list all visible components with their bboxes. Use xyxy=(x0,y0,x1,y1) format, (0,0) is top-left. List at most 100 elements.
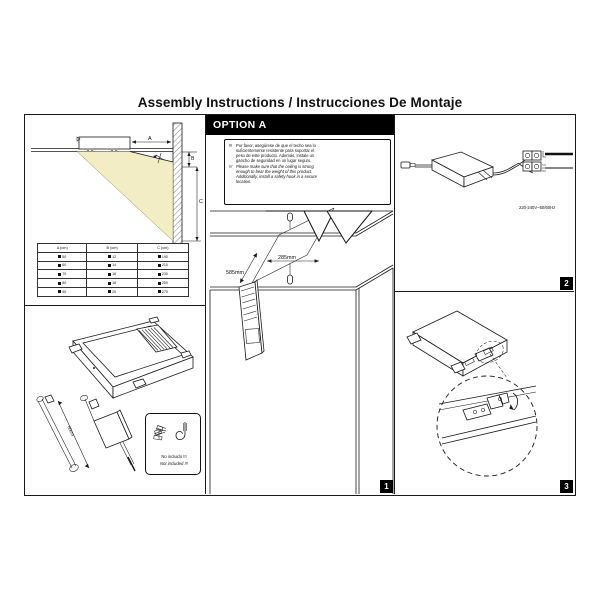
dim-b-label: B xyxy=(191,156,195,162)
table-row: 90 20 270 xyxy=(36,286,190,297)
warning-english-text: location. xyxy=(236,179,252,185)
not-included-spanish: No incluido !!! xyxy=(161,454,187,459)
led-driver-unit xyxy=(80,394,136,472)
bullet-marker xyxy=(58,272,62,276)
warning-english-line: enough to bear the weight of this produc… xyxy=(229,169,386,174)
warning-spanish-marker: !!! xyxy=(229,143,233,148)
warning-spanish-text: suficientemente resistente para soportar… xyxy=(236,148,315,154)
table-cell-value: 250 xyxy=(161,281,168,286)
table-cell-value: 60 xyxy=(62,263,67,268)
fixture-rear-view xyxy=(406,310,508,377)
ceiling-anchor-lower xyxy=(287,263,293,285)
warning-spanish-line: suficientemente resistente para soportar… xyxy=(229,148,386,153)
not-included-box: No incluido !!! Not included !!! xyxy=(145,413,201,475)
angle-marker xyxy=(153,152,165,164)
dimension-width-label: 285mm xyxy=(278,255,296,261)
table-cell: 16 xyxy=(86,269,138,280)
bullet-marker xyxy=(108,281,112,285)
bracket-clip xyxy=(462,392,510,421)
led-strip xyxy=(136,324,178,353)
screw-icon xyxy=(153,425,167,441)
driver-box xyxy=(430,151,495,188)
driver-wiring-drawing xyxy=(400,150,573,188)
voltage-label: 220-240V~50/60Hz xyxy=(519,205,556,210)
bullet-marker xyxy=(108,264,112,267)
table-cell: 210 xyxy=(136,260,190,271)
warning-english-text: Additionally, install a safety hook in a… xyxy=(236,173,317,179)
cable-length-dimension xyxy=(57,400,90,469)
table-cell-value: 20 xyxy=(112,289,117,294)
option-a-header: OPTION A xyxy=(206,115,394,135)
mount-detail-drawing xyxy=(406,310,538,477)
bullet-marker xyxy=(108,272,112,276)
zoom-detail-circle xyxy=(436,375,538,477)
table-cell-value: 90 xyxy=(62,289,67,294)
table-header-c: C (cm) xyxy=(136,243,190,253)
wall-projection-drawing xyxy=(31,122,201,246)
suspension-cable xyxy=(36,394,79,472)
warning-english-line: !!!Please make sure that the ceiling is … xyxy=(229,164,386,169)
table-header-b: B (cm) xyxy=(86,243,138,253)
bullet-marker xyxy=(157,290,161,294)
table-cell: 230 xyxy=(136,269,190,280)
warning-english-text: enough to bear the weight of this produc… xyxy=(236,168,313,174)
warning-english-line: Additionally, install a safety hook in a… xyxy=(229,174,386,179)
warning-spanish-text: gancho de seguridad en un lugar seguro. xyxy=(236,158,312,164)
warning-spanish-text: peso de este producto. Además, instale u… xyxy=(236,153,315,159)
warning-spanish-text: Por favor, asegúrese de que el techo sea… xyxy=(236,143,316,148)
dim-c-label: C xyxy=(199,199,203,205)
light-beam xyxy=(76,151,174,242)
warning-callout: !!!Por favor, asegúrese de que el techo … xyxy=(208,136,394,211)
table-cell: 270 xyxy=(136,286,190,297)
warning-english-marker: !!! xyxy=(229,163,233,169)
dc-plug xyxy=(400,161,432,169)
divider-left-center xyxy=(205,115,207,494)
dimension-depth-label: 585mm xyxy=(226,270,244,276)
light-fixture xyxy=(78,136,131,150)
mounting-layout xyxy=(239,207,335,284)
table-cell-value: 50 xyxy=(62,254,67,259)
terminal-connectors xyxy=(522,150,542,172)
table-header-a: A (cm) xyxy=(36,243,88,253)
warning-english-line: location. xyxy=(229,179,386,184)
wall xyxy=(172,122,183,246)
warning-spanish-line: peso de este producto. Además, instale u… xyxy=(229,153,386,158)
table-cell: 50 xyxy=(36,251,88,262)
table-cell-value: 16 xyxy=(112,272,117,277)
warning-text-box: !!!Por favor, asegúrese de que el techo … xyxy=(224,139,391,205)
bullet-marker xyxy=(157,272,161,276)
hanging-fixture xyxy=(238,279,265,361)
table-cell-value: 270 xyxy=(161,289,168,294)
panel-mount-detail: 3 xyxy=(395,292,574,494)
bullet-marker xyxy=(58,281,62,285)
table-cell-value: 230 xyxy=(161,272,168,277)
bullet-marker xyxy=(108,255,112,259)
bullet-marker xyxy=(157,264,161,267)
table-cell: 12 xyxy=(86,251,138,262)
fixture-accessories-drawing xyxy=(36,316,194,472)
table-cell: 250 xyxy=(136,278,190,288)
bullet-marker xyxy=(108,290,112,294)
panel-fixture-accessories: 60cm xyxy=(25,305,205,494)
table-cell: 90 xyxy=(36,286,88,297)
table-cell-value: 210 xyxy=(161,263,168,268)
bullet-marker xyxy=(157,281,161,285)
warning-content: !!!Por favor, asegúrese de que el techo … xyxy=(229,143,386,184)
table-header-row: A (cm) B (cm) C (cm) xyxy=(36,243,190,253)
mains-leads xyxy=(542,151,573,172)
dim-a-label: A xyxy=(148,136,152,142)
divider-right-horizontal xyxy=(395,291,574,293)
divider-center-right xyxy=(394,115,396,494)
page-title: Assembly Instructions / Instrucciones De… xyxy=(137,95,463,110)
safety-hook-icon xyxy=(175,422,187,441)
table-cell-value: 18 xyxy=(112,281,117,286)
panel-driver-wiring: 220-240V~50/60Hz 2 xyxy=(395,115,574,291)
